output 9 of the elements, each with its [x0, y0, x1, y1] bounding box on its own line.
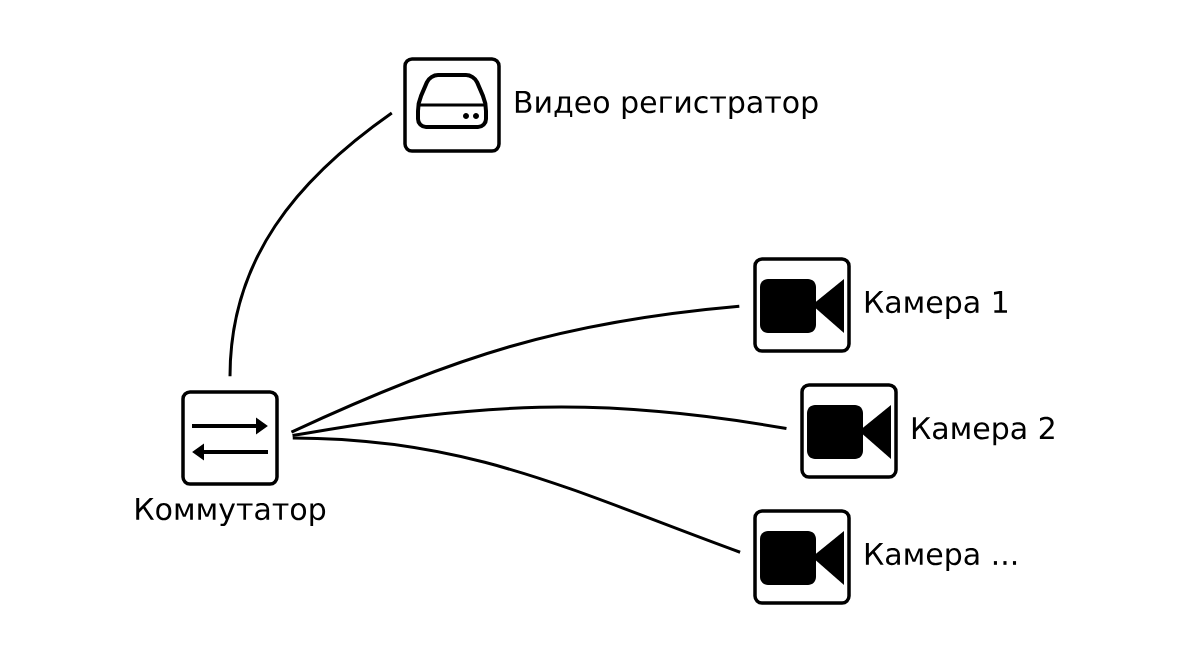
cable-line	[228, 111, 393, 377]
node-label: Камера ...	[865, 542, 1017, 572]
cable-line	[292, 405, 787, 438]
node-label: Видео регистратор	[515, 90, 818, 120]
cable-line	[292, 436, 741, 554]
node-label: Камера 2	[912, 416, 1054, 446]
node-label: Камера 1	[865, 290, 1007, 320]
cable-line	[290, 304, 740, 434]
node-label: Коммутатор	[136, 497, 326, 527]
